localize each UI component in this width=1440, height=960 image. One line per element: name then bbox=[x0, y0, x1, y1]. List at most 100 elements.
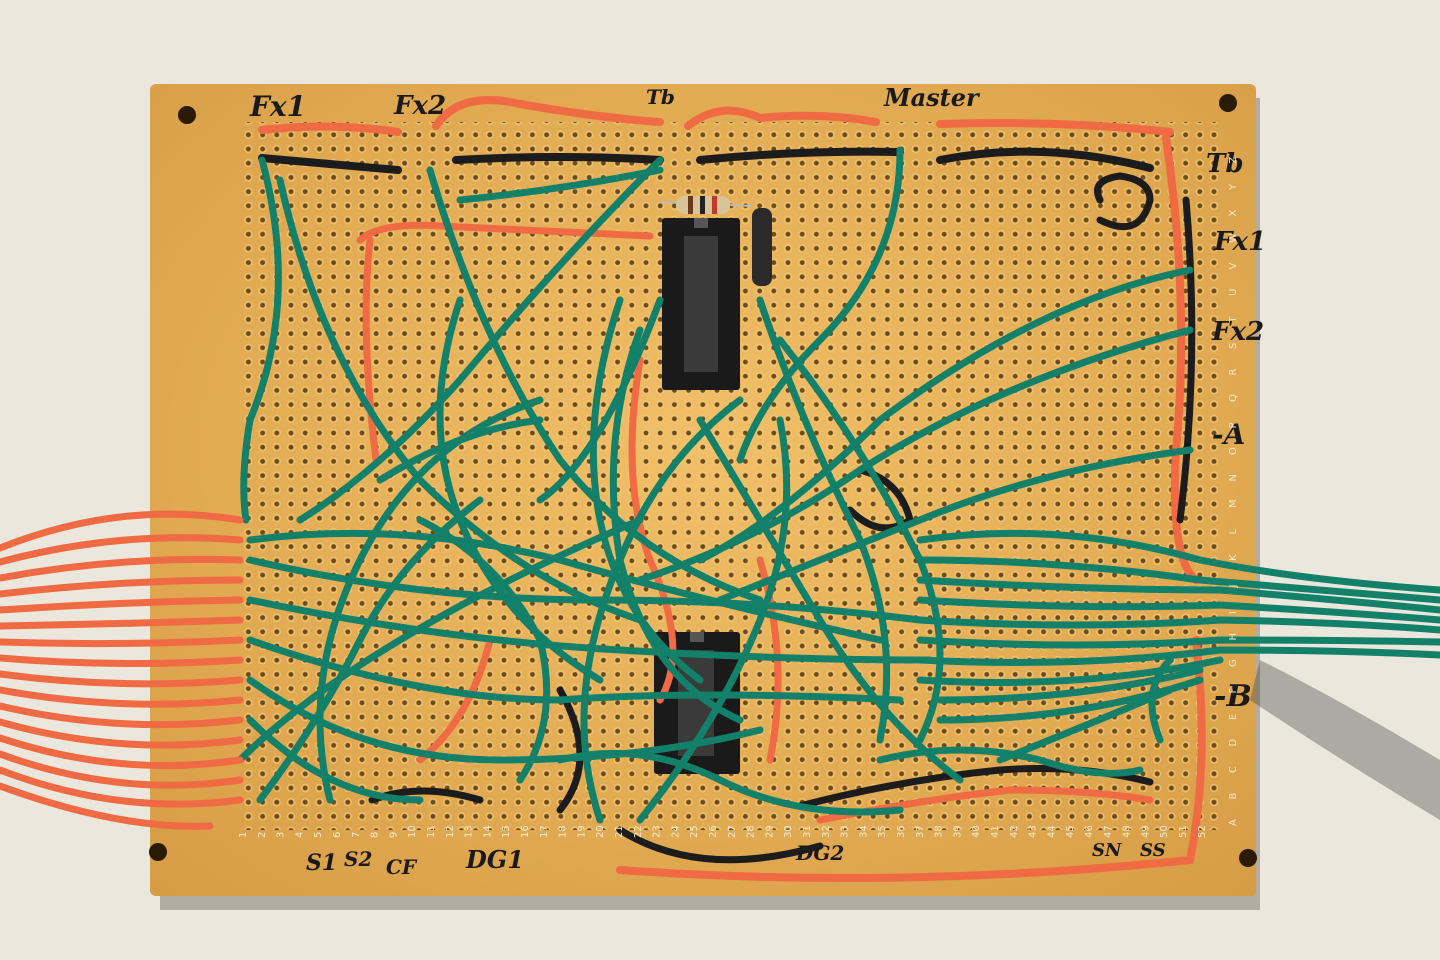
label-fx1-top: Fx1 bbox=[249, 90, 306, 123]
column-number: 17 bbox=[539, 825, 550, 838]
column-number: 24 bbox=[670, 825, 681, 838]
row-letter: P bbox=[1228, 422, 1239, 428]
label-a-right: -A bbox=[1212, 418, 1245, 451]
column-number: 2 bbox=[257, 832, 268, 838]
row-letter: Z bbox=[1228, 157, 1239, 164]
column-number: 9 bbox=[388, 832, 399, 838]
column-number: 13 bbox=[464, 825, 475, 838]
column-number: 46 bbox=[1084, 825, 1095, 838]
column-number: 33 bbox=[840, 825, 851, 838]
column-number: 10 bbox=[407, 825, 418, 838]
label-s1: S1 bbox=[306, 850, 337, 876]
column-number: 31 bbox=[802, 825, 813, 838]
column-number: 28 bbox=[746, 825, 757, 838]
column-number: 15 bbox=[501, 825, 512, 838]
column-number: 6 bbox=[332, 832, 343, 838]
label-sn: SN bbox=[1092, 840, 1123, 861]
row-letter: V bbox=[1228, 263, 1239, 270]
label-fx2-top: Fx2 bbox=[393, 91, 446, 121]
column-number: 14 bbox=[482, 825, 493, 838]
column-number: 16 bbox=[520, 825, 531, 838]
column-number: 5 bbox=[313, 832, 324, 838]
label-ss: SS bbox=[1140, 840, 1166, 861]
row-letter: G bbox=[1228, 659, 1239, 667]
column-number: 41 bbox=[990, 825, 1001, 838]
row-letter: W bbox=[1228, 233, 1239, 243]
column-number: 19 bbox=[576, 825, 587, 838]
row-letter: E bbox=[1228, 714, 1239, 720]
row-letter: K bbox=[1228, 554, 1239, 561]
column-number: 11 bbox=[426, 825, 437, 838]
column-number: 42 bbox=[1009, 825, 1020, 838]
column-number: 26 bbox=[708, 825, 719, 838]
column-number: 21 bbox=[614, 825, 625, 838]
row-letter: U bbox=[1228, 289, 1239, 296]
label-dg1: DG1 bbox=[465, 845, 524, 874]
row-letter: M bbox=[1228, 499, 1239, 508]
row-letter: B bbox=[1228, 793, 1239, 800]
column-number: 51 bbox=[1178, 825, 1189, 838]
mounting-holes bbox=[149, 94, 1257, 867]
column-number: 30 bbox=[783, 825, 794, 838]
column-number: 32 bbox=[821, 825, 832, 838]
row-letter: R bbox=[1228, 369, 1239, 376]
column-number: 4 bbox=[294, 832, 305, 838]
row-letter: Q bbox=[1228, 394, 1239, 402]
row-letter: F bbox=[1228, 688, 1239, 694]
row-letter: C bbox=[1228, 766, 1239, 773]
label-s2: S2 bbox=[344, 847, 372, 871]
column-number: 1 bbox=[238, 832, 249, 838]
row-letter: N bbox=[1228, 474, 1239, 481]
column-number: 22 bbox=[633, 825, 644, 838]
column-number: 7 bbox=[351, 832, 362, 838]
row-letter: H bbox=[1228, 633, 1239, 641]
capacitor bbox=[752, 208, 772, 286]
left-orange-wire-bundle bbox=[0, 510, 244, 830]
label-tb-right: Tb bbox=[1206, 149, 1244, 179]
column-number: 35 bbox=[877, 825, 888, 838]
column-number: 40 bbox=[971, 825, 982, 838]
column-number: 49 bbox=[1140, 825, 1151, 838]
label-dg2: DG2 bbox=[795, 841, 844, 865]
column-number: 45 bbox=[1065, 825, 1076, 838]
row-letter: O bbox=[1228, 447, 1239, 455]
column-number: 20 bbox=[595, 825, 606, 838]
column-number: 52 bbox=[1197, 825, 1208, 838]
row-letter: D bbox=[1228, 739, 1239, 747]
row-letter: X bbox=[1228, 210, 1239, 217]
column-number: 25 bbox=[689, 825, 700, 838]
row-letter: I bbox=[1228, 611, 1239, 614]
row-letter: S bbox=[1228, 343, 1239, 349]
ic-socket-top bbox=[662, 218, 740, 390]
column-number: 3 bbox=[276, 832, 287, 838]
row-letter: Y bbox=[1228, 183, 1239, 191]
column-number: 43 bbox=[1028, 825, 1039, 838]
label-tb-top: Tb bbox=[646, 85, 675, 109]
column-number: 38 bbox=[934, 825, 945, 838]
green-jumper-wires bbox=[236, 146, 1440, 824]
column-number: 50 bbox=[1159, 825, 1170, 838]
column-number: 48 bbox=[1122, 825, 1133, 838]
column-number: 47 bbox=[1103, 825, 1114, 838]
row-letter: T bbox=[1228, 316, 1239, 324]
column-number: 12 bbox=[445, 825, 456, 838]
column-number: 34 bbox=[858, 825, 869, 838]
column-number: 23 bbox=[652, 825, 663, 838]
row-letter: A bbox=[1228, 819, 1239, 826]
column-number: 18 bbox=[558, 825, 569, 838]
column-number: 44 bbox=[1046, 825, 1057, 838]
label-master: Master bbox=[883, 83, 981, 112]
label-b-right: -B bbox=[1214, 679, 1252, 714]
label-cf: CF bbox=[386, 855, 418, 879]
column-number: 27 bbox=[727, 825, 738, 838]
column-number: 29 bbox=[764, 825, 775, 838]
label-fx1-right: Fx1 bbox=[1213, 227, 1266, 257]
row-letter: L bbox=[1228, 529, 1239, 535]
column-number: 8 bbox=[370, 832, 381, 838]
handwritten-labels: Fx1 Fx2 Tb Master Tb Fx1 Fx2 -A -B S1 S2… bbox=[249, 83, 1266, 879]
column-number: 36 bbox=[896, 825, 907, 838]
column-number: 37 bbox=[915, 825, 926, 838]
